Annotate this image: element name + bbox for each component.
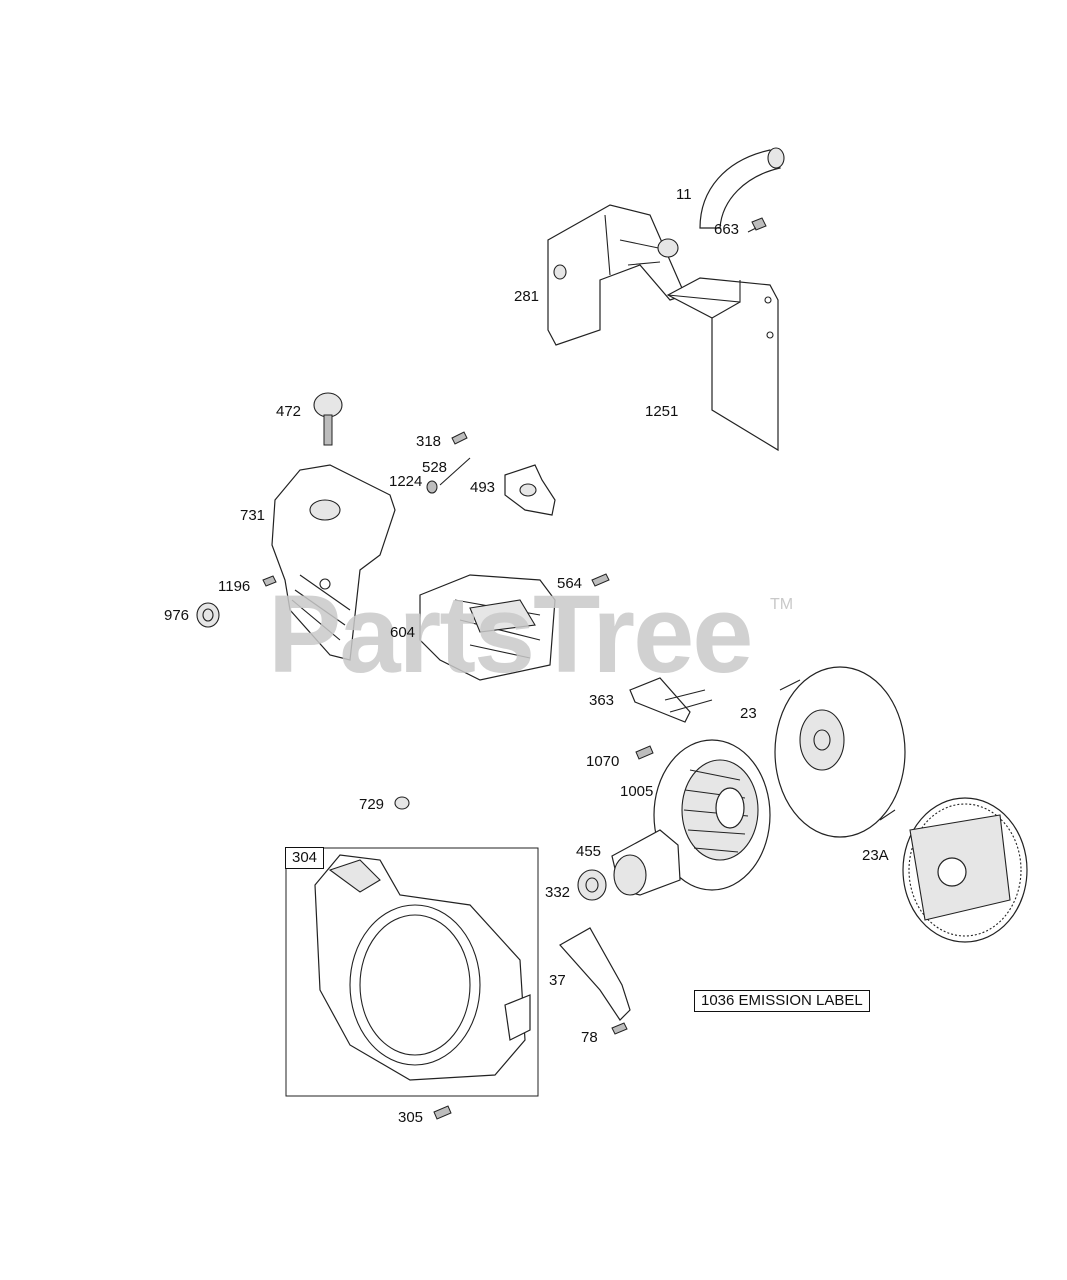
trademark-symbol: TM <box>770 596 794 613</box>
callout-564[interactable]: 564 <box>557 575 583 592</box>
callout-23A[interactable]: 23A <box>862 847 889 864</box>
part-304-blower-housing[interactable] <box>314 854 531 1081</box>
part-472-knob[interactable] <box>313 392 343 446</box>
part-23-flywheel[interactable] <box>774 666 906 838</box>
callout-363[interactable]: 363 <box>589 692 615 709</box>
callout-11[interactable]: 11 <box>676 186 692 203</box>
callout-1251[interactable]: 1251 <box>645 403 679 420</box>
part-455-cup[interactable] <box>611 829 681 896</box>
part-729-nut[interactable] <box>394 796 410 810</box>
callout-23[interactable]: 23 <box>740 705 757 722</box>
part-604-air-guide[interactable] <box>419 574 556 681</box>
callout-731[interactable]: 731 <box>240 507 266 524</box>
callout-729[interactable]: 729 <box>359 796 385 813</box>
callout-528[interactable]: 528 <box>422 459 448 476</box>
part-731-shroud[interactable] <box>271 464 396 661</box>
callout-1224[interactable]: 1224 <box>389 473 423 490</box>
kit-304-box <box>285 847 539 1097</box>
callout-1005[interactable]: 1005 <box>620 783 654 800</box>
part-528-tube[interactable] <box>439 457 471 486</box>
part-37-screen[interactable] <box>559 927 631 1021</box>
part-1196-screw[interactable] <box>262 575 277 587</box>
part-363-bracket[interactable] <box>629 677 713 723</box>
callout-663[interactable]: 663 <box>714 221 740 238</box>
callout-281[interactable]: 281 <box>514 288 540 305</box>
part-332-nut[interactable] <box>577 869 607 901</box>
callout-78[interactable]: 78 <box>581 1029 598 1046</box>
callout-604[interactable]: 604 <box>390 624 416 641</box>
callout-472[interactable]: 472 <box>276 403 302 420</box>
callout-455[interactable]: 455 <box>576 843 602 860</box>
part-281-shield[interactable] <box>547 204 686 346</box>
part-564-screw[interactable] <box>591 573 610 587</box>
part-493-bracket[interactable] <box>504 464 556 516</box>
callout-305[interactable]: 305 <box>398 1109 424 1126</box>
part-11-hose[interactable] <box>699 147 785 229</box>
part-1070-screw[interactable] <box>635 745 654 760</box>
part-1251-plate[interactable] <box>666 277 779 452</box>
kit-304-label[interactable]: 304 <box>285 847 325 869</box>
callout-318[interactable]: 318 <box>416 433 442 450</box>
callout-332[interactable]: 332 <box>545 884 571 901</box>
part-23A-ring-gear[interactable] <box>902 797 1028 943</box>
callout-493[interactable]: 493 <box>470 479 496 496</box>
callout-1070[interactable]: 1070 <box>586 753 620 770</box>
part-1224-fitting[interactable] <box>426 480 438 494</box>
part-663-screw[interactable] <box>747 217 767 233</box>
callout-37[interactable]: 37 <box>549 972 566 989</box>
part-305-screw[interactable] <box>433 1105 452 1120</box>
part-1005-fan[interactable] <box>653 739 771 891</box>
emission-label-1036[interactable]: 1036 EMISSION LABEL <box>694 990 870 1012</box>
part-78-screw[interactable] <box>611 1022 628 1035</box>
part-318-screw[interactable] <box>451 431 468 445</box>
callout-976[interactable]: 976 <box>164 607 190 624</box>
partstree-watermark: PartsTree <box>268 573 753 696</box>
callout-1196[interactable]: 1196 <box>218 578 251 595</box>
part-976-grommet[interactable] <box>196 602 220 628</box>
